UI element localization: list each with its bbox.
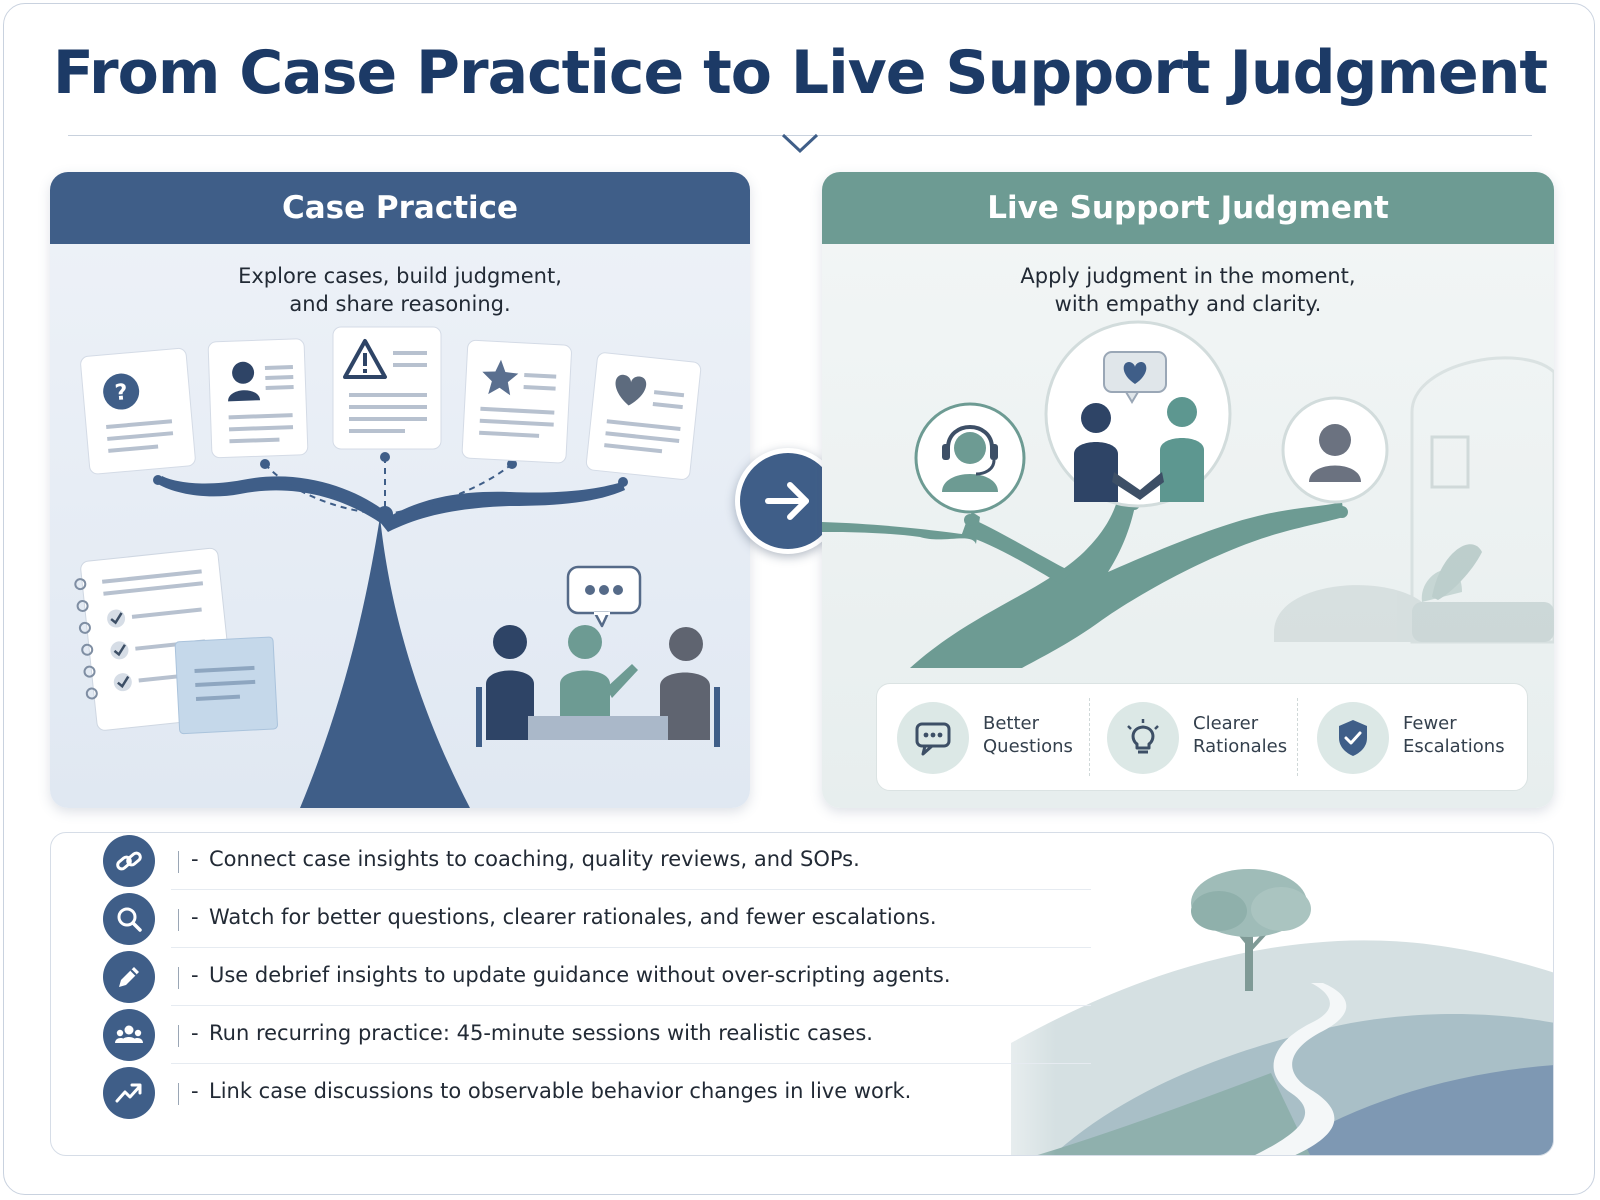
link-icon	[116, 851, 142, 871]
case-card-question: ?	[80, 347, 196, 475]
row-separator	[171, 1063, 1091, 1064]
case-card-star	[461, 339, 572, 464]
action-item-text: Use debrief insights to update guidance …	[209, 963, 951, 987]
lightbulb-icon	[1127, 719, 1159, 754]
row-separator	[171, 1005, 1091, 1006]
list-item: - Link case discussions to observable be…	[51, 1065, 1051, 1123]
case-card-heart	[585, 352, 702, 480]
list-divider-bar	[178, 851, 179, 873]
search-icon	[117, 907, 142, 932]
sticky-note-illustration	[174, 636, 278, 735]
benefit-icon-badge	[1317, 702, 1389, 774]
list-item: - Run recurring practice: 45-minute sess…	[51, 1007, 1091, 1065]
action-icon-badge	[103, 951, 155, 1003]
list-divider-bar	[178, 1083, 179, 1105]
action-item-text: Connect case insights to coaching, quali…	[209, 847, 860, 871]
landscape-path-illustration	[951, 833, 1553, 1155]
list-bullet-dash: -	[191, 963, 199, 987]
chevron-down-icon	[781, 133, 819, 154]
pathway-tree-illustration	[822, 472, 1344, 668]
benefit-divider	[1297, 698, 1298, 776]
benefit-divider	[1089, 698, 1090, 776]
customer-illustration	[1281, 396, 1389, 504]
svg-text:?: ?	[114, 380, 129, 406]
benefit-label-line2: Rationales	[1193, 736, 1288, 757]
benefit-label-line1: Clearer	[1193, 713, 1259, 734]
action-items-panel: - Connect case insights to coaching, qua…	[50, 832, 1554, 1156]
decision-tree-illustration	[158, 476, 625, 808]
action-item-text: Watch for better questions, clearer rati…	[209, 905, 937, 929]
action-icon-badge	[103, 1067, 155, 1119]
list-divider-bar	[178, 909, 179, 931]
list-bullet-dash: -	[191, 1079, 199, 1103]
shield-check-icon	[1339, 720, 1367, 756]
page-title: From Case Practice to Live Support Judgm…	[52, 38, 1548, 108]
live-support-subtitle: Apply judgment in the moment, with empat…	[1020, 264, 1356, 316]
action-item-text: Link case discussions to observable beha…	[209, 1079, 912, 1103]
arrow-right-icon	[765, 482, 809, 520]
action-item-text: Run recurring practice: 45-minute sessio…	[209, 1021, 873, 1045]
handshake-illustration	[1044, 320, 1232, 508]
list-divider-bar	[178, 967, 179, 989]
benefit-label-line1: Fewer	[1403, 713, 1457, 734]
action-icon-badge	[103, 1009, 155, 1061]
case-practice-panel: Case Practice Explore cases, build judgm…	[50, 172, 750, 808]
benefit-better-questions: Better Questions	[877, 684, 1091, 790]
case-practice-illustration: ?	[74, 326, 720, 808]
trend-up-icon	[115, 1083, 142, 1103]
row-separator	[171, 947, 1091, 948]
benefit-label-line2: Escalations	[1403, 736, 1505, 757]
team-discussion-illustration	[476, 565, 720, 747]
case-practice-heading: Case Practice	[50, 172, 750, 244]
pencil-icon	[119, 967, 139, 987]
benefit-fewer-escalations: Fewer Escalations	[1297, 684, 1511, 790]
support-agent-illustration	[914, 402, 1026, 514]
list-bullet-dash: -	[191, 905, 199, 929]
list-item: - Use debrief insights to update guidanc…	[51, 949, 1091, 1007]
benefit-clearer-rationales: Clearer Rationales	[1087, 684, 1301, 790]
list-item: - Connect case insights to coaching, qua…	[51, 833, 1091, 891]
benefit-icon-badge	[897, 702, 969, 774]
case-card-warning	[332, 326, 442, 450]
benefits-strip: Better Questions Clearer Rationales	[876, 683, 1528, 791]
row-separator	[171, 889, 1091, 890]
live-support-heading: Live Support Judgment	[822, 172, 1554, 244]
chat-bubble-icon	[915, 722, 951, 756]
title-divider	[68, 135, 1532, 136]
action-icon-badge	[103, 893, 155, 945]
list-item: - Watch for better questions, clearer ra…	[51, 891, 1091, 949]
group-icon	[115, 1025, 143, 1043]
list-bullet-dash: -	[191, 847, 199, 871]
benefit-label-line2: Questions	[983, 736, 1073, 757]
benefit-label-line1: Better	[983, 713, 1040, 734]
case-card-person	[207, 338, 309, 459]
list-bullet-dash: -	[191, 1021, 199, 1045]
live-support-illustration	[822, 320, 1554, 668]
room-background-illustration	[1274, 356, 1554, 644]
case-practice-subtitle: Explore cases, build judgment, and share…	[238, 264, 562, 316]
action-icon-badge	[103, 835, 155, 887]
benefit-icon-badge	[1107, 702, 1179, 774]
list-divider-bar	[178, 1025, 179, 1047]
